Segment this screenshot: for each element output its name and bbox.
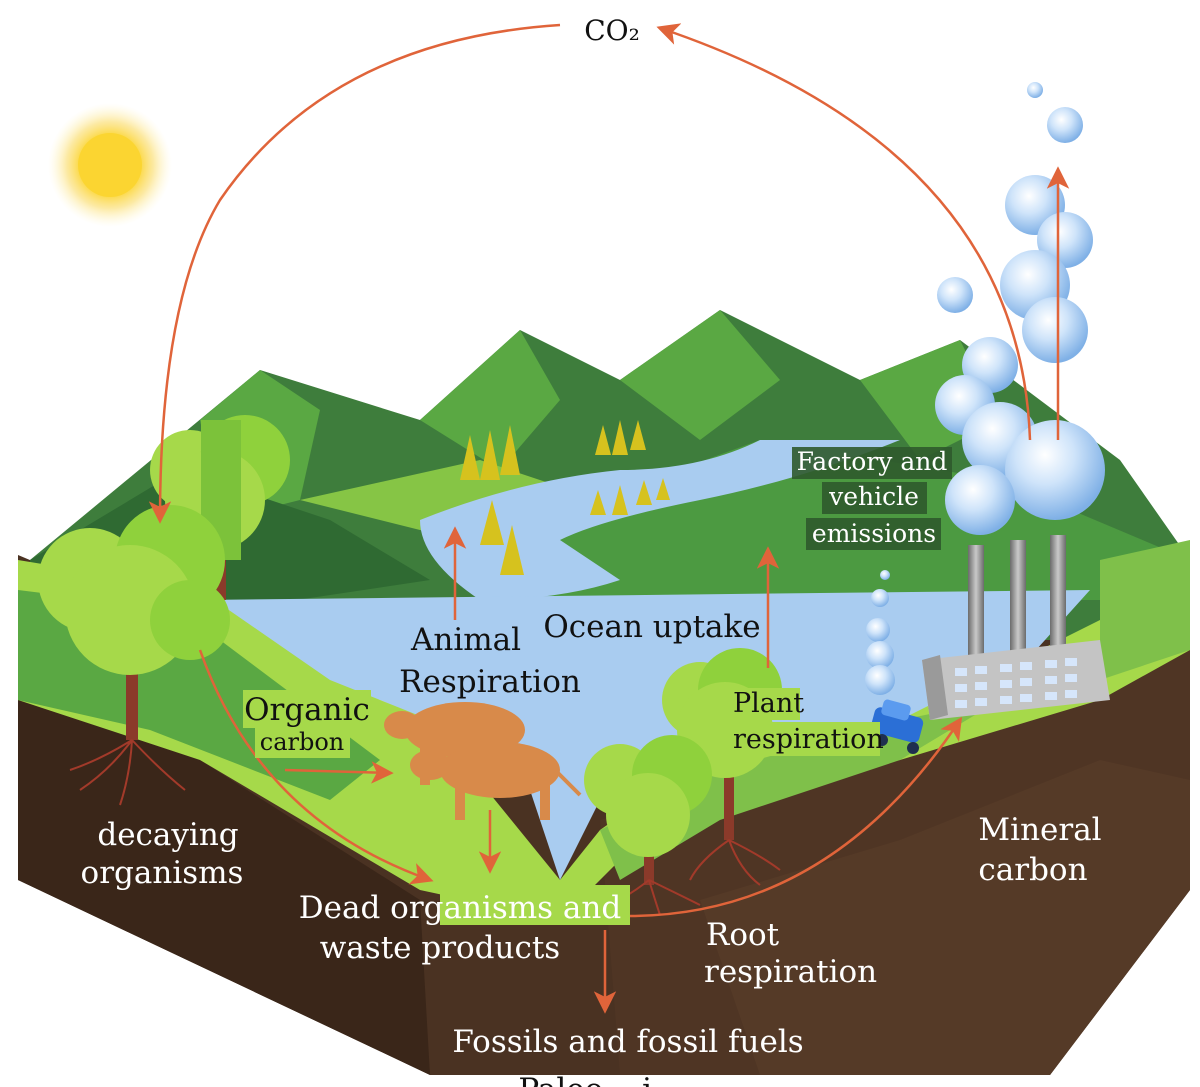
mineral-carbon-label: Mineral carbon: [978, 812, 1101, 888]
cow-icon: [384, 702, 582, 820]
factory-label: Factory and vehicle emissions: [797, 447, 948, 548]
root-respiration-line2: respiration: [704, 954, 877, 990]
animal-respiration-line2: Respiration: [399, 664, 581, 700]
lake: [200, 440, 1090, 880]
root-respiration-label: Root respiration: [704, 917, 877, 990]
organic-carbon-label: Organic carbon: [244, 692, 370, 756]
factory: [922, 535, 1110, 720]
decaying-organisms-label: decaying organisms: [81, 817, 244, 891]
co2-label: CO₂: [584, 14, 640, 47]
ocean-uptake-label: Ocean uptake: [543, 609, 760, 645]
root-respiration-line1: Root: [706, 917, 780, 953]
plant-respiration-line2: respiration: [733, 724, 884, 755]
decaying-organisms-line1: decaying: [97, 817, 238, 853]
dead-organisms-line2: waste products: [320, 930, 560, 966]
dead-organisms-line1: Dead organisms and: [299, 890, 621, 926]
co2-cycle-arrows: [148, 23, 1032, 918]
process-arrows: [284, 166, 1070, 1014]
mineral-carbon-line1: Mineral: [978, 812, 1101, 848]
tree-left-front: [38, 505, 230, 740]
fossils-label: Fossils and fossil fuels: [452, 1024, 803, 1060]
factory-label-line2: vehicle: [828, 482, 919, 511]
organic-carbon-line2: carbon: [260, 728, 345, 756]
factory-label-line3: emissions: [812, 519, 936, 548]
organic-carbon-line1: Organic: [244, 692, 370, 728]
sun-icon: [48, 103, 172, 227]
animal-respiration-label: Animal Respiration: [399, 622, 581, 700]
car-icon: [870, 699, 924, 754]
mineral-carbon-line2: carbon: [978, 852, 1087, 888]
smoke-bubbles: [865, 82, 1105, 695]
decaying-organisms-line2: organisms: [81, 855, 244, 891]
factory-label-line1: Factory and: [797, 447, 948, 476]
animal-respiration-line1: Animal: [410, 622, 521, 658]
plant-respiration-line1: Plant: [733, 688, 804, 719]
small-trees: [460, 420, 670, 575]
plant-respiration-label: Plant respiration: [733, 688, 884, 755]
label-backgrounds: [243, 447, 952, 925]
tree-right-front: [584, 735, 712, 885]
bottom-cut-label: Paleo... i...: [518, 1072, 681, 1087]
dead-organisms-label: Dead organisms and waste products: [299, 890, 621, 966]
